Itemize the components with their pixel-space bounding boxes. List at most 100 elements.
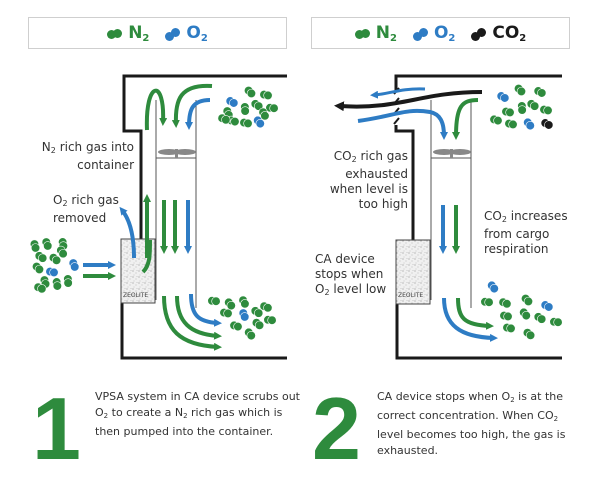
arrow-o2-out xyxy=(189,293,222,327)
n2-molecule-icon xyxy=(229,320,243,332)
n2-molecule-icon xyxy=(239,118,253,128)
n2-molecule-icon xyxy=(259,301,273,313)
n2-molecule-icon xyxy=(258,107,270,121)
o2-molecule-icon xyxy=(487,280,499,294)
co2-molecule-icon xyxy=(471,27,487,41)
n2-molecule-icon xyxy=(217,113,231,125)
legend-panel-1: N2 O2 xyxy=(28,17,287,49)
n2-molecule-icon xyxy=(244,85,256,99)
arrow-co2-exhaust xyxy=(334,90,483,112)
panel-2-diagram: ZEOLITE xyxy=(334,74,563,360)
arrow-o2-out xyxy=(442,297,498,342)
o2-molecule-icon xyxy=(412,27,429,41)
n2-molecule-icon xyxy=(240,102,250,116)
container-wall-bottom xyxy=(120,303,287,360)
legend-item-n2: N2 xyxy=(354,23,397,44)
n2-molecule-icon xyxy=(56,245,68,259)
co2-molecule-icon xyxy=(540,118,554,130)
panel-1-diagram: ZEOLITE xyxy=(29,74,287,360)
n2-molecule-icon xyxy=(549,317,563,327)
legend-item-o2: O2 xyxy=(165,23,208,44)
label-n2-rich-gas: N2 rich gas into container xyxy=(41,140,134,172)
n2-molecule-icon xyxy=(499,311,513,321)
molecule-cluster-top xyxy=(217,85,279,129)
n2-molecule-icon xyxy=(501,107,515,117)
arrow-n2-loop xyxy=(144,88,168,131)
zeolite-filter: ZEOLITE xyxy=(395,239,431,305)
fan-icon xyxy=(431,149,471,159)
o2-molecule-icon xyxy=(68,258,80,272)
n2-molecule-icon xyxy=(32,261,44,275)
legend-item-o2: O2 xyxy=(412,23,455,44)
o2-molecule-icon xyxy=(523,117,535,131)
step-number-1: 1 xyxy=(32,379,81,478)
n2-molecule-icon xyxy=(539,105,553,115)
o2-molecule-icon xyxy=(496,91,510,103)
legend-item-co2: CO2 xyxy=(471,23,526,44)
vent-louvre-icon xyxy=(393,87,400,125)
arrow-o2-recirc xyxy=(357,108,448,140)
n2-molecule-icon xyxy=(29,239,41,253)
n2-molecule-icon xyxy=(504,119,518,129)
n2-molecule-icon xyxy=(533,312,547,324)
fan-icon xyxy=(156,149,196,159)
n2-molecule-icon xyxy=(263,315,277,325)
n2-molecule-icon xyxy=(489,114,503,126)
n2-molecule-icon xyxy=(52,277,62,291)
arrow-n2-down-1 xyxy=(171,83,213,128)
container-wall-bottom xyxy=(395,303,562,360)
n2-molecule-icon xyxy=(207,296,221,306)
arrow-n2-out xyxy=(456,297,494,330)
label-ca-device-stops: CA device stops when O2 level low xyxy=(315,252,387,297)
n2-molecule-icon xyxy=(521,293,533,307)
n2-molecule-icon xyxy=(48,253,62,265)
n2-molecule-icon xyxy=(224,297,236,311)
o2-molecule-icon xyxy=(225,96,239,108)
n2-molecule-icon xyxy=(41,237,53,251)
label-o2-rich-gas-removed: O2 rich gas removed xyxy=(53,193,119,225)
n2-molecule-icon xyxy=(517,101,527,115)
n2-molecule-icon xyxy=(238,295,250,309)
n2-molecule-icon xyxy=(107,28,123,39)
o2-molecule-icon xyxy=(540,300,554,312)
arrow-o2-exhaust-small xyxy=(370,87,426,99)
n2-molecule-icon xyxy=(526,99,540,111)
arrow-o2-removed xyxy=(119,206,136,259)
o2-molecule-icon xyxy=(165,27,181,41)
n2-molecule-icon xyxy=(219,308,233,318)
n2-molecule-icon xyxy=(63,274,73,288)
o2-molecule-icon xyxy=(45,267,59,277)
n2-molecule-icon xyxy=(33,282,47,294)
step-2-description: CA device stops when O2 is at the correc… xyxy=(377,390,566,457)
container-wall-left xyxy=(122,116,143,240)
o2-molecule-icon xyxy=(253,115,265,129)
n2-molecule-icon xyxy=(519,307,531,321)
arrow-n2-down xyxy=(452,98,479,140)
step-number-2: 2 xyxy=(312,379,361,478)
arrow-n2-out-1 xyxy=(162,295,222,351)
arrow-o2-down xyxy=(185,98,211,130)
container-wall-top xyxy=(394,74,562,92)
molecule-cluster-bottom xyxy=(480,280,563,340)
n2-molecule-icon xyxy=(259,90,273,100)
arrow-n2-out-2 xyxy=(175,295,222,340)
n2-molecule-icon xyxy=(250,306,264,318)
n2-molecule-icon xyxy=(522,328,536,340)
n2-molecule-icon xyxy=(480,297,494,307)
n2-molecule-icon xyxy=(265,103,279,113)
molecule-cluster-inlet xyxy=(29,237,80,294)
label-co2-increases: CO2 increases from cargo respiration xyxy=(484,209,568,256)
svg-text:ZEOLITE: ZEOLITE xyxy=(123,292,148,299)
container-wall-top xyxy=(122,74,287,116)
n2-molecule-icon xyxy=(498,297,512,309)
n2-molecule-icon xyxy=(533,86,547,98)
container-wall-left xyxy=(394,125,415,240)
n2-molecule-icon xyxy=(244,327,256,341)
step-1-description: VPSA system in CA device scrubs out O2 t… xyxy=(95,390,300,438)
n2-molecule-icon xyxy=(514,83,526,97)
n2-molecule-icon xyxy=(354,28,371,39)
label-co2-exhausted: CO2 rich gas exhausted when level is too… xyxy=(329,149,408,211)
n2-molecule-icon xyxy=(251,318,265,330)
arrow-n2-through-zeolite xyxy=(141,239,152,274)
